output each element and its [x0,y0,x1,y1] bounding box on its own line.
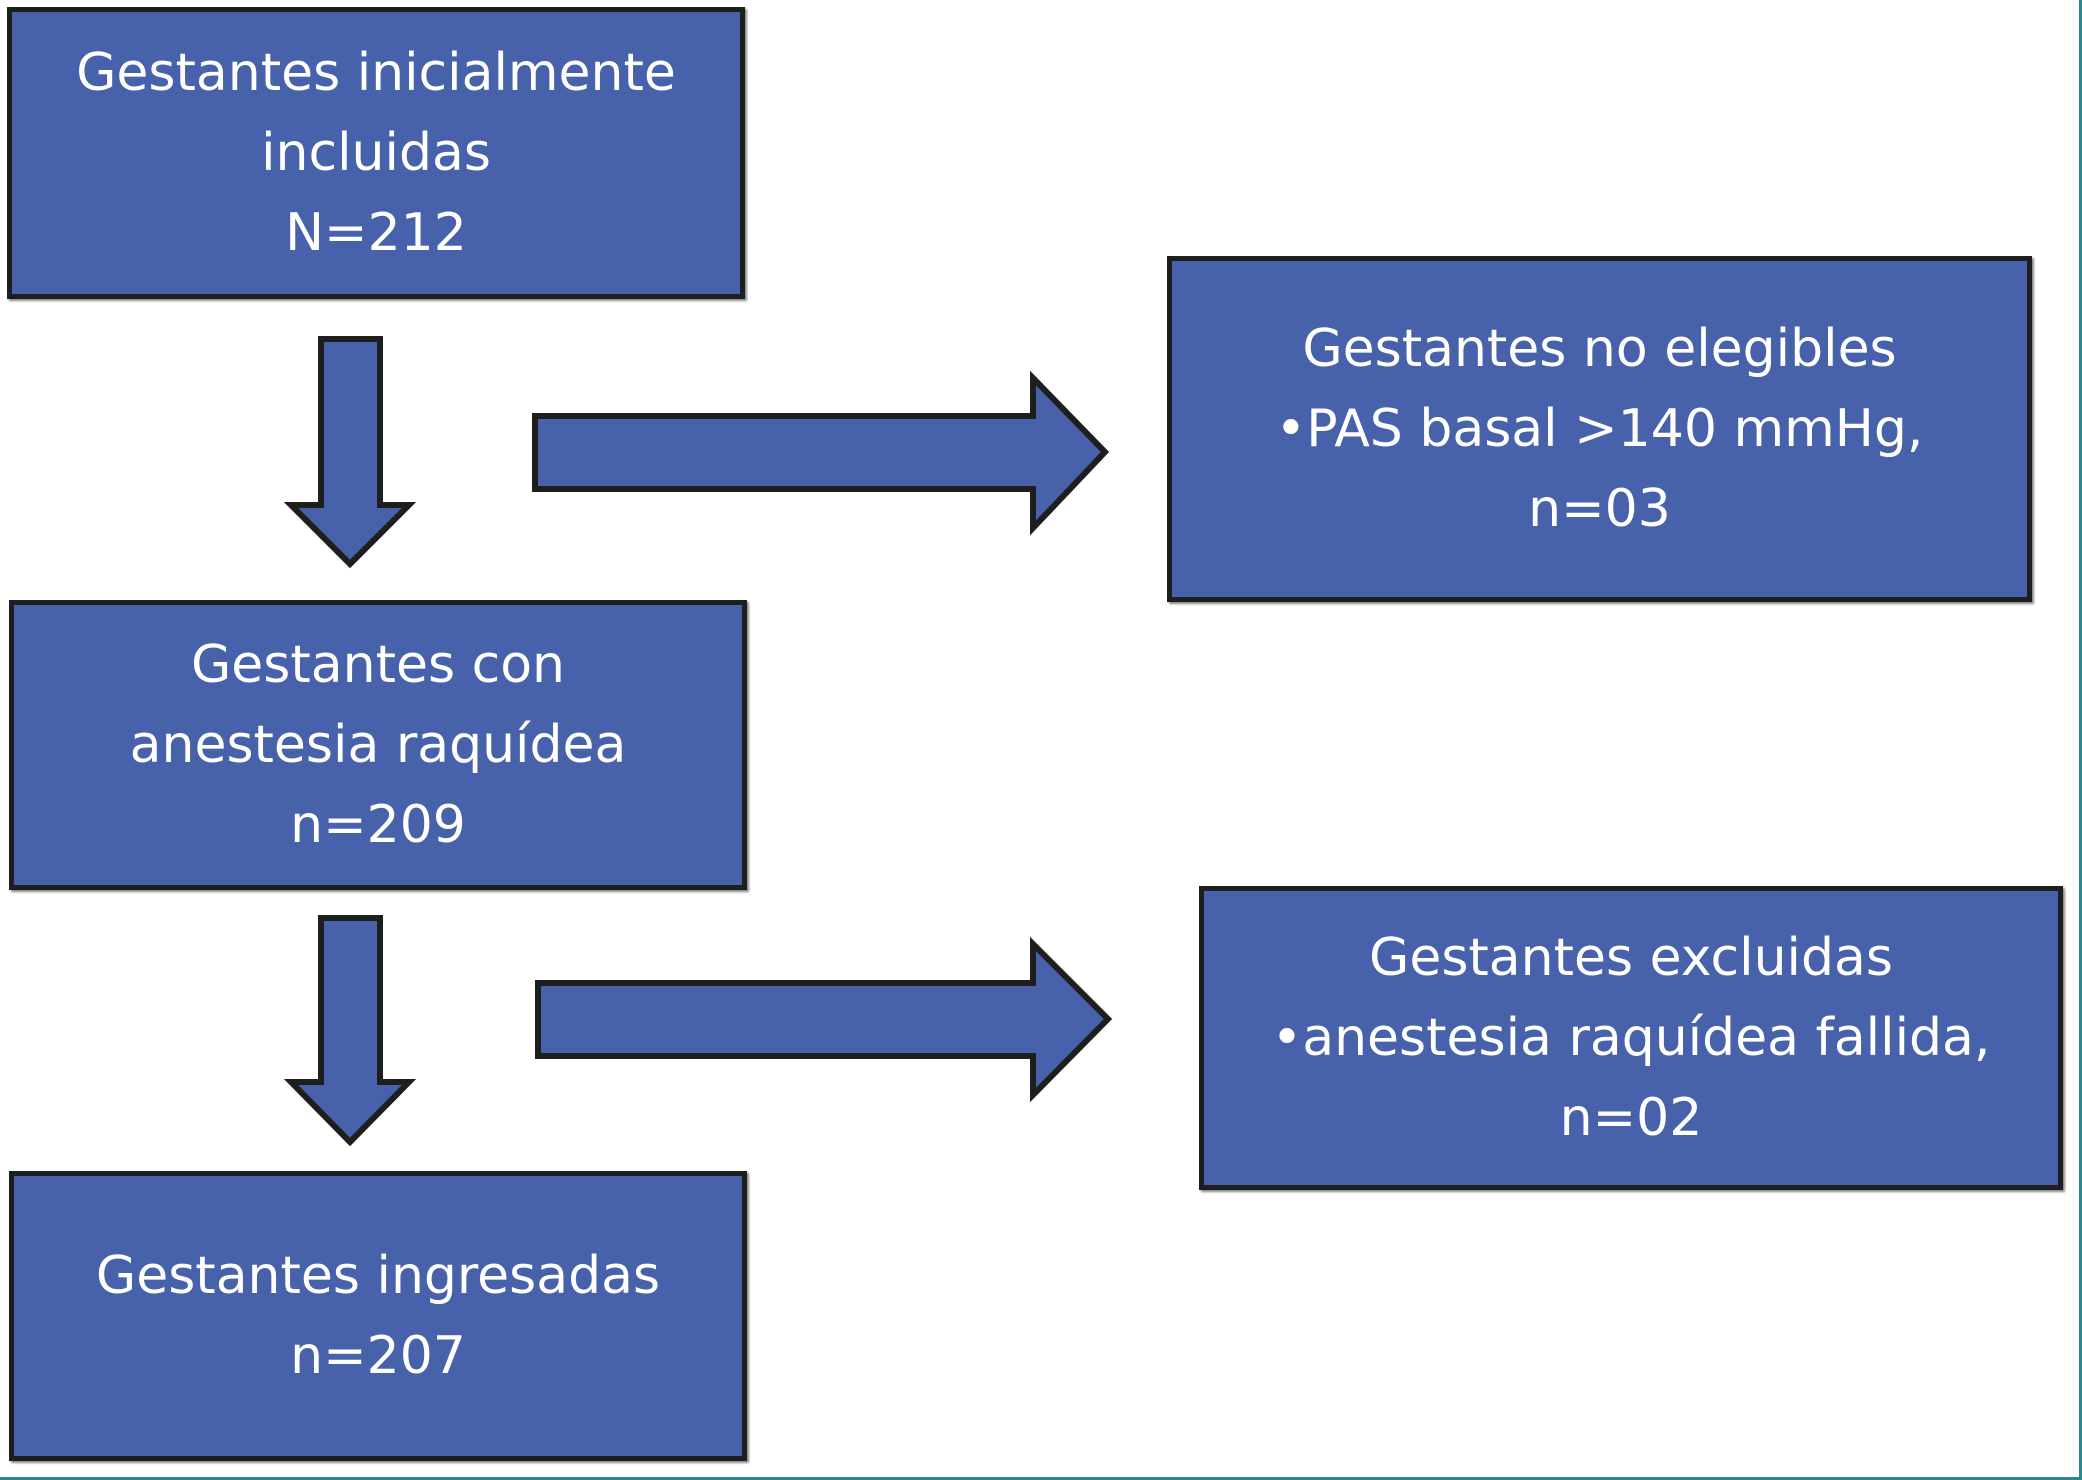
down-arrow-1 [283,336,417,569]
excluded-reason: •anestesia raquídea fallida, [1271,1008,1991,1068]
down-arrow-2 [283,915,417,1147]
admitted-box: Gestantes ingresadas n=207 [9,1171,747,1461]
excluded-box: Gestantes excluidas •anestesia raquídea … [1199,886,2063,1190]
excluded-count: n=02 [1559,1088,1703,1148]
initial-line2: incluidas [261,123,491,183]
admitted-count: n=207 [290,1326,466,1386]
right-arrow-2 [535,936,1113,1103]
right-arrow-1 [532,370,1110,536]
spinal-line1: Gestantes con [191,635,565,695]
excluded-title: Gestantes excluidas [1369,928,1893,988]
spinal-line2: anestesia raquídea [129,715,627,775]
ineligible-box: Gestantes no elegibles •PAS basal >140 m… [1167,256,2032,602]
initial-count: N=212 [285,203,467,263]
spinal-count: n=209 [290,795,466,855]
initial-line1: Gestantes inicialmente [76,43,676,103]
initial-box: Gestantes inicialmente incluidas N=212 [7,7,745,299]
admitted-title: Gestantes ingresadas [95,1246,661,1306]
ineligible-title: Gestantes no elegibles [1302,319,1897,379]
ineligible-count: n=03 [1528,479,1671,539]
spinal-box: Gestantes con anestesia raquídea n=209 [9,600,747,890]
ineligible-reason: •PAS basal >140 mmHg, [1275,399,1924,459]
